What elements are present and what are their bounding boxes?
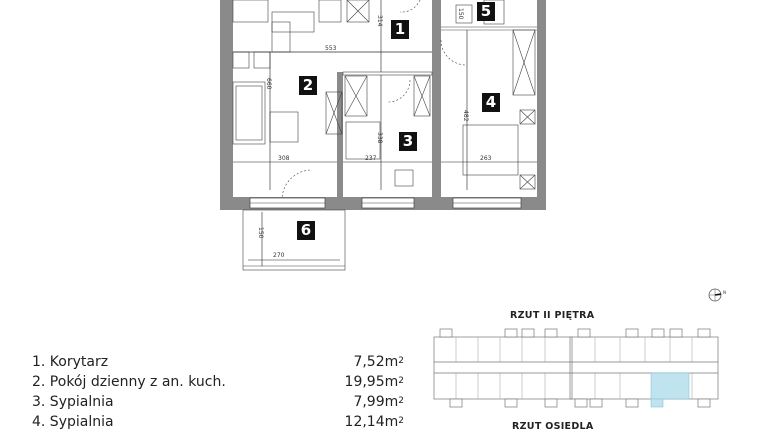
room-label-6: 6 (297, 221, 315, 240)
svg-text:314: 314 (376, 15, 383, 27)
svg-text:150: 150 (257, 227, 264, 239)
room-label-1: 1 (391, 20, 409, 39)
legend-area: 7,52m2 (353, 354, 404, 370)
legend-label: 4. Sypialnia (32, 414, 114, 430)
svg-text:N: N (723, 290, 726, 295)
legend-row: 4. Sypialnia 12,14m2 (32, 412, 404, 432)
dimension-labels: 314 553 660 308 237 338 482 263 150 150 … (257, 8, 492, 259)
floor-plan-drawing: 314 553 660 308 237 338 482 263 150 150 … (220, 0, 546, 271)
legend-row: 3. Sypialnia 7,99m2 (32, 392, 404, 412)
apartment-floor-plan: 314 553 660 308 237 338 482 263 150 150 … (220, 0, 546, 271)
legend-area: 12,14m2 (344, 414, 404, 430)
svg-text:553: 553 (325, 45, 337, 52)
room-label-2: 2 (299, 76, 317, 95)
legend-area: 19,95m2 (344, 374, 404, 390)
floor-title: RZUT II PIĘTRA (510, 310, 595, 321)
legend-label: 2. Pokój dzienny z an. kuch. (32, 374, 226, 390)
north-arrow-icon: N (708, 288, 726, 302)
legend-label: 3. Sypialnia (32, 394, 114, 410)
room-label-3: 3 (399, 132, 417, 151)
site-plan-title: RZUT OSIEDLA (512, 421, 594, 432)
legend-row: 2. Pokój dzienny z an. kuch. 19,95m2 (32, 372, 404, 392)
room-label-5: 5 (477, 2, 495, 21)
svg-text:150: 150 (457, 8, 464, 20)
svg-text:482: 482 (462, 110, 469, 122)
building-key-plan (433, 328, 719, 408)
svg-text:338: 338 (376, 132, 383, 144)
legend-area: 7,99m2 (353, 394, 404, 410)
svg-text:270: 270 (273, 252, 285, 259)
legend-row: 1. Korytarz 7,52m2 (32, 352, 404, 372)
highlighted-apartment[interactable] (650, 372, 690, 400)
svg-text:237: 237 (365, 155, 377, 162)
room-area-legend: 1. Korytarz 7,52m2 2. Pokój dzienny z an… (32, 352, 404, 432)
room-label-4: 4 (482, 93, 500, 112)
svg-text:308: 308 (278, 155, 290, 162)
svg-text:263: 263 (480, 155, 492, 162)
legend-label: 1. Korytarz (32, 354, 109, 370)
svg-text:660: 660 (265, 78, 272, 90)
